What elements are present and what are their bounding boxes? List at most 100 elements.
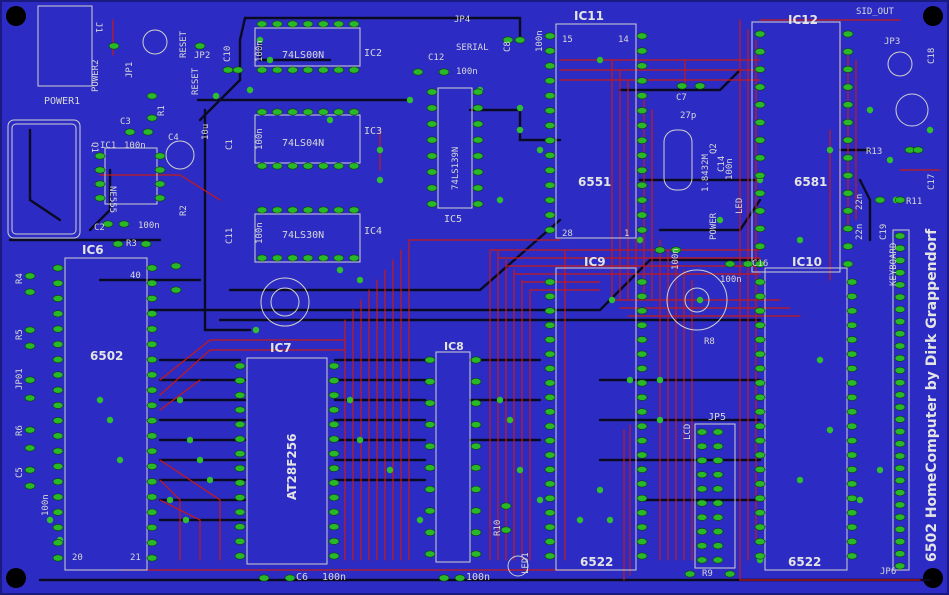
pad — [472, 136, 484, 144]
pad — [500, 502, 512, 510]
label-ic8: IC8 — [444, 340, 464, 353]
pad — [842, 48, 854, 56]
pad — [438, 574, 450, 582]
pad — [154, 166, 166, 174]
label-c14v: 100n — [725, 158, 735, 180]
label-power: POWER — [709, 212, 719, 240]
via — [356, 436, 364, 444]
pad — [52, 310, 64, 318]
pad — [754, 207, 766, 215]
label-ic9-type: 6522 — [580, 555, 613, 569]
pad — [894, 403, 906, 411]
pad — [470, 528, 482, 536]
label-keyboard: KEYBOARD — [889, 243, 899, 286]
label-q2v: 1.8432M — [701, 153, 711, 192]
label-c11v: 100n — [255, 222, 265, 244]
pad — [636, 47, 648, 55]
pad — [544, 107, 556, 115]
via — [186, 436, 194, 444]
pad — [754, 154, 766, 162]
via — [266, 56, 274, 64]
via — [376, 176, 384, 184]
via — [326, 116, 334, 124]
pad — [894, 305, 906, 313]
pad — [52, 325, 64, 333]
pad — [894, 464, 906, 472]
pad — [842, 118, 854, 126]
pad — [894, 366, 906, 374]
pad — [842, 136, 854, 144]
pad — [94, 194, 106, 202]
pad — [24, 466, 36, 474]
pad — [146, 447, 158, 455]
pad — [424, 464, 436, 472]
pad — [544, 408, 556, 416]
label-r6: R6 — [15, 425, 25, 436]
pad — [348, 254, 360, 262]
label-c7v: 27p — [680, 111, 696, 121]
pad — [284, 574, 296, 582]
pad — [52, 539, 64, 547]
pad — [712, 471, 724, 479]
label-ic4: IC4 — [364, 226, 382, 237]
pad — [333, 20, 344, 28]
pad — [470, 356, 482, 364]
pad — [424, 442, 436, 450]
pad — [234, 479, 246, 487]
pad — [302, 108, 314, 116]
pad — [256, 254, 268, 262]
pad — [754, 30, 766, 38]
pad — [754, 136, 766, 144]
pad — [544, 538, 556, 546]
label-c2: C2 — [94, 223, 105, 233]
pad — [544, 196, 556, 204]
label-power2: POWER2 — [91, 59, 101, 92]
label-pin15: 15 — [562, 35, 573, 45]
pad — [754, 83, 766, 91]
pad — [472, 88, 484, 96]
pad — [636, 494, 648, 502]
pad — [754, 336, 766, 344]
pad — [636, 77, 648, 85]
label-c15v: 100n — [720, 275, 742, 285]
component-outlines — [7, 5, 929, 577]
pad — [24, 288, 36, 296]
pad — [234, 435, 246, 443]
pad — [846, 321, 858, 329]
label-q2: Q2 — [709, 143, 719, 154]
pad — [424, 507, 436, 515]
label-r10: R10 — [493, 520, 503, 536]
label-c7: C7 — [676, 93, 687, 103]
pad — [544, 509, 556, 517]
label-jp6: JP6 — [880, 567, 896, 577]
pad — [424, 485, 436, 493]
label-ic7: IC7 — [270, 341, 292, 355]
pad — [318, 20, 329, 28]
label-ic9: IC9 — [584, 255, 606, 269]
label-c14: C14 — [717, 156, 727, 172]
via — [346, 396, 354, 404]
label-c12v: 100n — [456, 67, 478, 77]
label-ic6: IC6 — [82, 243, 104, 257]
pad — [328, 406, 340, 414]
pad — [636, 292, 648, 300]
label-ic7-type: AT28F256 — [285, 434, 299, 501]
pad — [426, 168, 438, 176]
pad — [146, 264, 158, 272]
pad — [544, 437, 556, 445]
pad — [52, 462, 64, 470]
pad — [894, 293, 906, 301]
pad — [94, 180, 106, 188]
pad — [348, 66, 360, 74]
pad — [544, 226, 556, 234]
pad — [222, 66, 234, 74]
pad — [234, 508, 246, 516]
pad — [712, 485, 724, 493]
via — [796, 236, 804, 244]
pad — [636, 538, 648, 546]
label-c10v: 100n — [255, 40, 265, 62]
via — [826, 426, 834, 434]
via — [212, 92, 220, 100]
pad — [754, 451, 766, 459]
